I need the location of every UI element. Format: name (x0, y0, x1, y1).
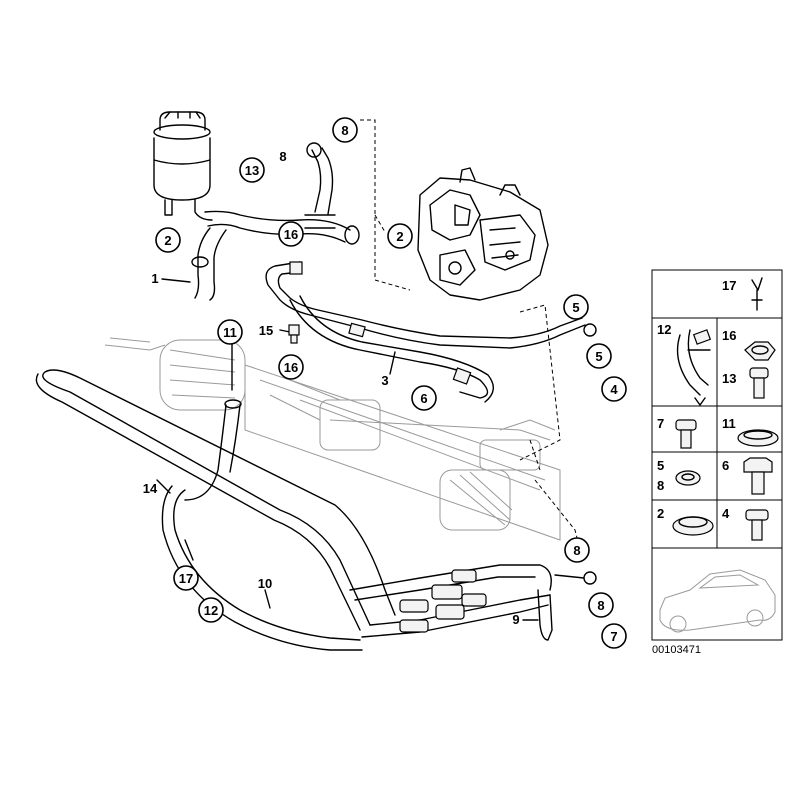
label-8-small: 8 (279, 149, 286, 164)
svg-text:16: 16 (722, 328, 736, 343)
svg-text:13: 13 (245, 163, 259, 178)
svg-text:6: 6 (420, 391, 427, 406)
return-hose-16 (204, 142, 360, 245)
lower-fittings (399, 569, 597, 641)
callout-16-top: 16 (278, 221, 304, 247)
callout-13: 13 (239, 157, 265, 183)
svg-text:7: 7 (657, 416, 664, 431)
callout-8-top: 8 (332, 117, 358, 143)
svg-text:5: 5 (657, 458, 664, 473)
legend-item-13: 13 (722, 367, 769, 399)
svg-text:8: 8 (597, 598, 604, 613)
return-hose-10 (161, 485, 363, 651)
callout-11: 11 (217, 319, 243, 345)
legend-item-7: 7 (657, 416, 697, 449)
svg-text:8: 8 (341, 123, 348, 138)
callout-8-low2: 8 (588, 592, 614, 618)
legend-item-6: 6 (722, 457, 773, 495)
svg-text:13: 13 (722, 371, 736, 386)
callout-4: 4 (601, 376, 627, 402)
svg-text:4: 4 (610, 382, 618, 397)
callout-5-b: 5 (586, 343, 612, 369)
svg-text:17: 17 (179, 571, 193, 586)
svg-text:12: 12 (657, 322, 671, 337)
callout-2-right: 2 (387, 223, 413, 249)
hose-11 (184, 399, 242, 501)
leader-10 (264, 589, 271, 609)
svg-text:16: 16 (284, 360, 298, 375)
leader-15 (279, 329, 291, 333)
legend-item-17: 17 (722, 277, 763, 311)
label-3: 3 (381, 373, 388, 388)
svg-text:2: 2 (396, 229, 403, 244)
svg-text:12: 12 (204, 603, 218, 618)
document-number: 00103471 (652, 644, 701, 656)
svg-text:11: 11 (722, 416, 736, 431)
callout-5-a: 5 (563, 294, 589, 320)
svg-text:7: 7 (610, 629, 617, 644)
legend-item-16: 16 (722, 328, 776, 361)
steering-pump (417, 167, 549, 301)
svg-text:5: 5 (595, 349, 602, 364)
legend-item-4: 4 (722, 506, 769, 541)
svg-text:17: 17 (722, 278, 736, 293)
svg-text:11: 11 (223, 325, 237, 340)
svg-text:8: 8 (573, 543, 580, 558)
car-outline-illustration (659, 569, 776, 633)
cooling-loop-14 (35, 369, 552, 638)
legend-item-11: 11 (722, 416, 779, 447)
leader-lines (360, 119, 581, 551)
callout-12: 12 (198, 597, 224, 623)
svg-text:4: 4 (722, 506, 730, 521)
legend-item-2: 2 (657, 506, 714, 536)
label-9: 9 (512, 612, 519, 627)
callout-2-left: 2 (155, 227, 181, 253)
steering-rack-drawing (104, 337, 561, 541)
svg-text:8: 8 (657, 478, 664, 493)
label-10: 10 (258, 576, 272, 591)
callout-16-mid: 16 (278, 354, 304, 380)
callout-6: 6 (411, 385, 437, 411)
legend-item-5-8: 5 8 (657, 458, 701, 493)
svg-text:16: 16 (284, 227, 298, 242)
bleed-bolt-15 (288, 324, 300, 344)
parts-legend-grid (651, 269, 783, 641)
leader-1 (161, 278, 191, 283)
leader-14 (156, 479, 171, 494)
leader-17 (184, 539, 194, 561)
callout-7: 7 (601, 623, 627, 649)
callout-17: 17 (173, 565, 199, 591)
label-1: 1 (151, 271, 158, 286)
svg-text:5: 5 (572, 300, 579, 315)
pressure-line-3 (265, 261, 597, 403)
svg-text:2: 2 (657, 506, 664, 521)
label-15: 15 (259, 323, 273, 338)
callout-8-low1: 8 (564, 537, 590, 563)
fluid-reservoir (153, 111, 213, 221)
leader-3 (389, 351, 396, 375)
suction-hose-1 (191, 227, 227, 301)
svg-text:6: 6 (722, 458, 729, 473)
svg-text:2: 2 (164, 233, 171, 248)
label-14: 14 (143, 481, 158, 496)
legend-item-12: 12 (657, 322, 712, 406)
